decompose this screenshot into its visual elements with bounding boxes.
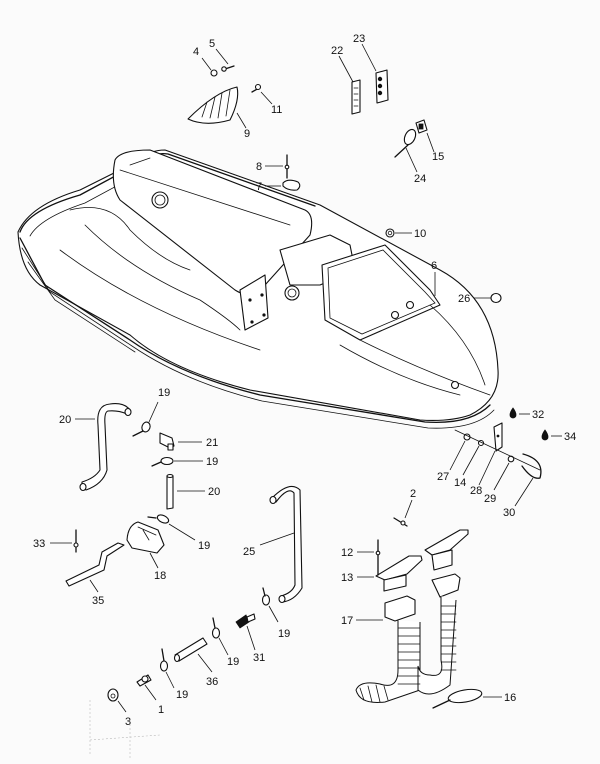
callout-24: 24 (414, 173, 426, 185)
callout-34: 34 (564, 431, 576, 443)
part-34-sealant: 34 (541, 429, 576, 443)
callout-7: 7 (256, 181, 262, 193)
part-33-screw: 33 (33, 529, 79, 553)
part-19-clamp-a: 19 (132, 387, 170, 437)
part-7-clip: 7 (256, 179, 301, 193)
part-14-washer: 14 (454, 439, 485, 489)
part-10-nut: 10 (385, 228, 426, 240)
callout-26: 26 (458, 293, 470, 305)
part-9-vent-grille: 9 (187, 86, 250, 140)
part-12-pin: 12 (341, 539, 381, 576)
callout-20-b: 20 (208, 486, 220, 498)
part-15-grommet: 15 (415, 119, 444, 163)
part-21-elbow: 21 (159, 432, 218, 451)
callout-5: 5 (209, 38, 215, 50)
part-1-fitting: 1 (136, 674, 164, 716)
callout-13: 13 (341, 572, 353, 584)
part-28-bracket: 28 (470, 422, 503, 497)
callout-9: 9 (244, 128, 250, 140)
callout-23: 23 (353, 33, 365, 45)
callout-30: 30 (503, 507, 515, 519)
callout-19-d: 19 (278, 628, 290, 640)
callout-19-f: 19 (176, 689, 188, 701)
callout-31: 31 (253, 652, 265, 664)
part-32-sealant: 32 (509, 407, 544, 421)
callout-33: 33 (33, 538, 45, 550)
part-29-washer: 29 (484, 455, 515, 505)
part-36-hose: 36 (173, 637, 218, 688)
callout-2: 2 (410, 488, 416, 500)
callout-14: 14 (454, 477, 466, 489)
part-13-intake-cover: 13 (341, 555, 423, 592)
part-5-screw: 5 (209, 38, 235, 72)
callout-19-a: 19 (158, 387, 170, 399)
part-26-plug: 26 (458, 292, 502, 305)
callout-4: 4 (193, 46, 199, 58)
part-31-fitting: 31 (235, 613, 265, 664)
callout-1: 1 (158, 704, 164, 716)
hull (17, 149, 499, 429)
callout-28: 28 (470, 485, 482, 497)
callout-10: 10 (414, 228, 426, 240)
part-19-clamp-b: 19 (151, 456, 218, 468)
part-23-terminal-block: 23 (353, 33, 389, 104)
callout-19-b: 19 (206, 456, 218, 468)
callout-3: 3 (125, 716, 131, 728)
callout-17: 17 (341, 615, 353, 627)
callout-22: 22 (331, 45, 343, 57)
part-30-u-bolt: 30 (503, 453, 542, 519)
part-18-housing: 18 (126, 521, 166, 582)
part-20-hose-lower: 20 (166, 473, 220, 510)
callout-18: 18 (154, 570, 166, 582)
part-16-tie-wrap: 16 (432, 688, 516, 709)
part-22-connector: 22 (331, 45, 361, 115)
part-35-bracket: 35 (65, 542, 125, 607)
callout-36: 36 (206, 676, 218, 688)
part-24-tie-wrap: 24 (394, 128, 426, 185)
part-11-screw: 11 (251, 83, 282, 116)
callout-11: 11 (271, 104, 282, 116)
part-8-pin: 8 (256, 154, 290, 179)
callout-15: 15 (432, 151, 444, 163)
callout-27: 27 (437, 471, 449, 483)
callout-19-e: 19 (227, 656, 239, 668)
callout-19-c: 19 (198, 540, 210, 552)
callout-32: 32 (532, 409, 544, 421)
part-17-intake-duct: 17 (341, 573, 461, 703)
part-2-screw: 2 (393, 488, 416, 527)
callout-21: 21 (206, 437, 218, 449)
part-27-washer: 27 (437, 433, 471, 483)
callout-16: 16 (504, 692, 516, 704)
callout-29: 29 (484, 493, 496, 505)
part-19-clamp-c: 19 (147, 514, 210, 552)
callout-6: 6 (431, 260, 437, 272)
part-19-clamp-f: 19 (159, 648, 188, 701)
callout-20-a: 20 (59, 414, 71, 426)
part-4-nut: 4 (193, 46, 218, 77)
callout-25: 25 (243, 546, 255, 558)
callout-8: 8 (256, 161, 262, 173)
part-19-clamp-d: 19 (261, 587, 290, 640)
part-25-hose: 25 (243, 485, 303, 604)
part-20-hose-upper: 20 (59, 403, 132, 492)
part-6-hatch: 6 (431, 260, 437, 296)
part-19-clamp-e: 19 (211, 617, 239, 668)
callout-12: 12 (341, 547, 353, 559)
part-3-grommet: 3 (107, 688, 131, 728)
callout-35: 35 (92, 595, 104, 607)
